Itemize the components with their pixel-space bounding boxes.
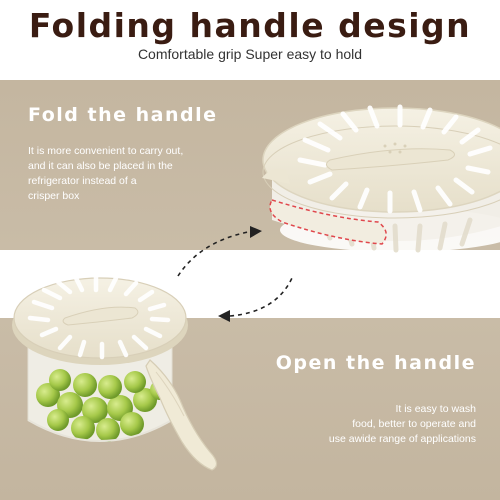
open-handle [145, 359, 218, 471]
lid-dots [383, 142, 407, 154]
curved-arrow-icon [177, 231, 293, 317]
arrow-heads [218, 226, 262, 322]
open-line-2: food, better to operate and [352, 418, 476, 430]
page-subtitle: Comfortable grip Super easy to hold [137, 46, 363, 62]
lid-vents [297, 104, 493, 214]
fold-line-3: refrigerator instead of a [28, 175, 137, 187]
grapes [36, 369, 170, 442]
open-heading: Open the handle [275, 352, 476, 374]
open-line-3: use awide range of applications [328, 433, 476, 445]
header: Folding handle design Comfortable grip S… [0, 0, 500, 80]
fold-line-1: It is more convenient to carry out, [28, 145, 184, 157]
folded-handle-highlight [269, 199, 387, 245]
lid-handle-slot [62, 306, 139, 326]
folded-container-image [262, 104, 500, 253]
fold-line-4: crisper box [28, 190, 80, 202]
open-lid-vents [27, 274, 171, 360]
fold-heading: Fold the handle [28, 104, 218, 126]
page-title: Folding handle design [28, 6, 472, 45]
folded-handle [326, 148, 455, 171]
fold-line-2: and it can also be placed in the [28, 160, 173, 172]
fold-description: It is more convenient to carry out, and … [28, 144, 218, 204]
open-line-1: It is easy to wash [395, 403, 476, 415]
open-description: It is easy to wash food, better to opera… [256, 402, 476, 447]
open-container-image [12, 274, 218, 471]
